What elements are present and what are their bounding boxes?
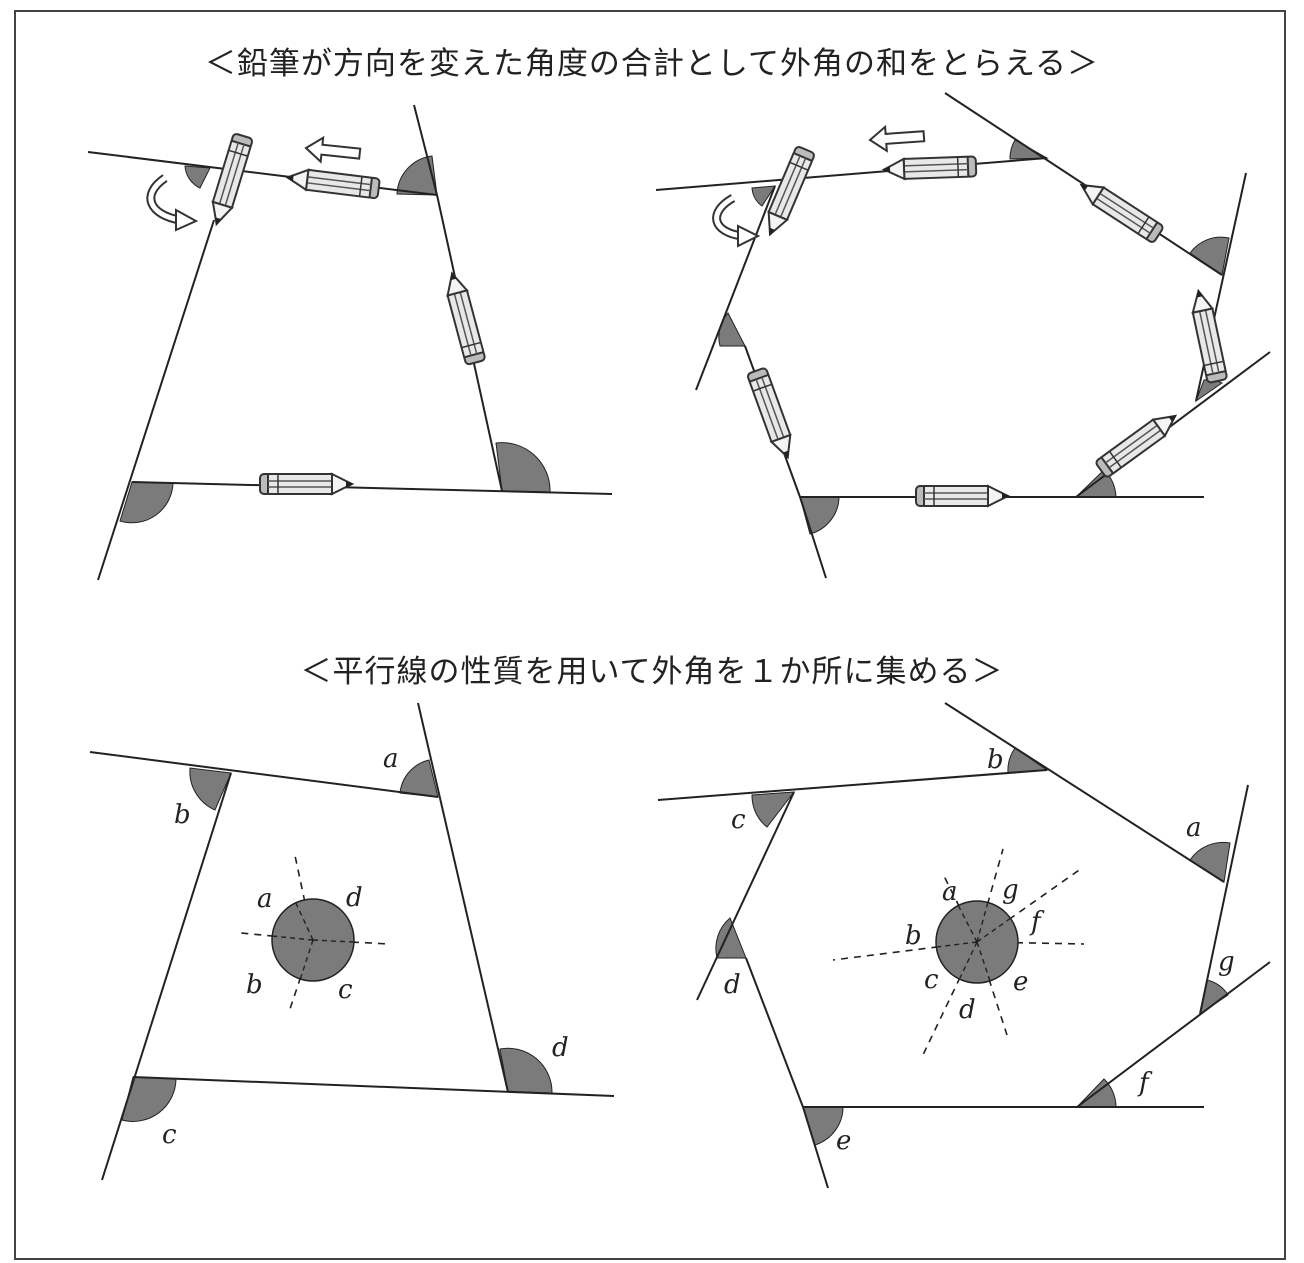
pencil-icon (1073, 174, 1166, 245)
center-label-b: b (905, 921, 922, 951)
pencil-icon (745, 366, 799, 464)
curved-arrow-icon (712, 194, 761, 248)
angle-label-c: c (162, 1120, 177, 1150)
angle-label-d: d (724, 970, 741, 1000)
center-label-d: d (346, 883, 363, 913)
hept-angle-figure: b a c d g f e a g f b c e d (657, 702, 1271, 1189)
angle-label-a: a (383, 744, 399, 774)
figure-frame (14, 10, 1286, 1260)
pencil-icon (440, 268, 487, 367)
arrow-left-icon (868, 123, 926, 153)
angle-label-b: b (174, 800, 191, 830)
center-label-g: g (1002, 875, 1019, 905)
angle-label-a: a (1186, 813, 1202, 843)
pencil-icon (205, 132, 255, 230)
center-label-a: a (257, 884, 273, 914)
angle-label-d: d (552, 1033, 569, 1063)
center-label-b: b (246, 970, 263, 1000)
curved-arrow-icon (146, 174, 199, 232)
angle-label-e: e (836, 1126, 851, 1156)
angle-label-b: b (987, 745, 1004, 775)
pencil-icon (1187, 285, 1229, 385)
pencil-icon (1093, 405, 1184, 480)
center-label-f: f (1029, 907, 1045, 937)
angle-label-c: c (731, 805, 746, 835)
quad-pencil-figure (87, 104, 613, 581)
angle-label-f: f (1137, 1068, 1153, 1098)
angle-label-g: g (1218, 947, 1235, 977)
center-label-a: a (942, 877, 958, 907)
center-label-d: d (959, 995, 976, 1025)
pencil-icon (259, 473, 355, 495)
center-label-c: c (338, 975, 353, 1005)
center-label-c: c (924, 965, 939, 995)
heading-pencil-turning: ＜鉛筆が方向を変えた角度の合計として外角の和をとらえる＞ (204, 46, 1100, 82)
hept-pencil-figure (655, 92, 1271, 579)
quad-angle-figure: a b c d a d b c (89, 702, 615, 1181)
pencil-icon (915, 485, 1011, 507)
pencil-icon (283, 166, 381, 200)
center-label-e: e (1013, 967, 1028, 997)
heading-parallel-lines: ＜平行線の性質を用いて外角を１か所に集める＞ (300, 654, 1004, 690)
pencil-icon (880, 155, 978, 181)
arrow-left-icon (303, 135, 362, 167)
